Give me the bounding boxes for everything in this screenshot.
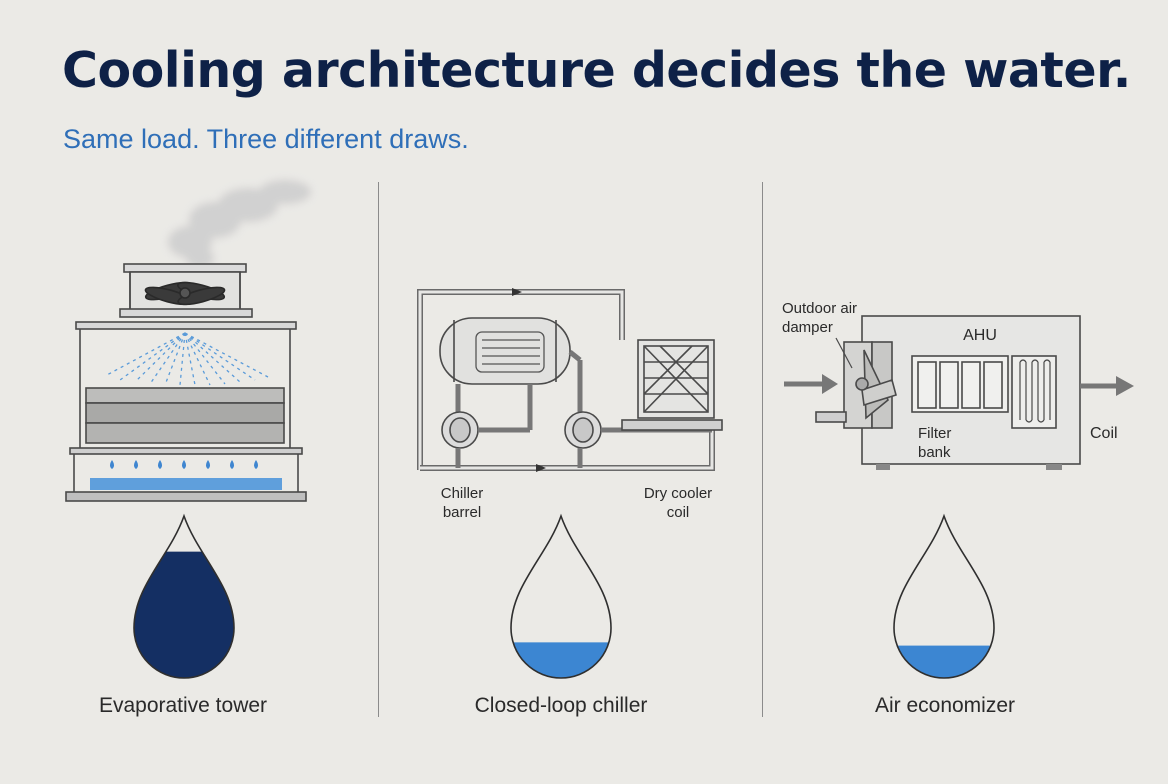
chiller-barrel-label: Chiller barrel [440, 485, 484, 521]
caption-air-economizer: Air economizer [874, 694, 1016, 717]
caption-evaporative-tower: Evaporative tower [98, 694, 268, 717]
panel-divider-1 [378, 182, 379, 717]
damper-icon [815, 341, 897, 429]
spray-pattern [104, 332, 269, 386]
drop-outline [133, 513, 235, 679]
drop-gauge-chiller [510, 513, 612, 679]
drop-outline [510, 513, 612, 679]
drop-water-fill [134, 551, 234, 678]
chiller-icon [417, 288, 723, 472]
coil-label: Coil [1090, 425, 1118, 442]
drop-outline [893, 513, 995, 679]
page-title: Cooling architecture decides the water. [62, 42, 1131, 99]
air-handler-icon [784, 315, 1134, 470]
filter-bank-label: Filter bank [918, 425, 952, 461]
ahu-label: AHU [963, 327, 997, 344]
drop-gauge-evaporative [133, 513, 235, 679]
dry-cooler-label: Dry cooler coil [643, 485, 713, 521]
caption-closed-loop-chiller: Closed-loop chiller [474, 694, 648, 717]
pump-left [441, 384, 533, 468]
filter-bank-icon [911, 355, 1009, 413]
dry-cooler-icon [621, 339, 723, 431]
fan-icon [144, 281, 226, 306]
panel-divider-2 [762, 182, 763, 717]
cooling-tower-icon [65, 180, 311, 502]
drop-gauge-economizer [893, 513, 995, 679]
barrel-coil [475, 331, 545, 373]
water-drips [110, 460, 258, 469]
steam-plume [168, 180, 311, 268]
damper-label: Outdoor air damper [782, 300, 858, 336]
page-subtitle: Same load. Three different draws. [63, 124, 469, 154]
coil-icon [1011, 355, 1057, 429]
water-draw-gauges [133, 513, 995, 679]
